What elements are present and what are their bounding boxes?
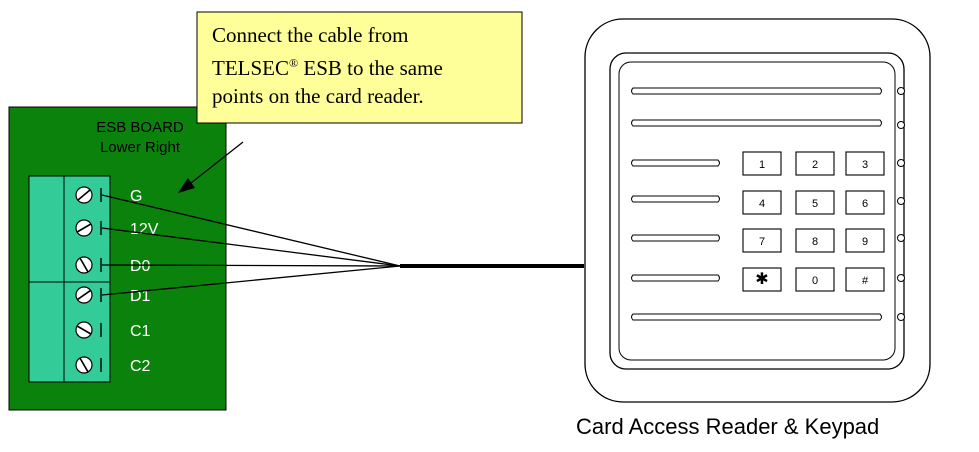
callout-box — [196, 11, 523, 124]
wire-g — [101, 194, 401, 267]
svg-text:5: 5 — [812, 198, 818, 210]
keypad-key-5[interactable]: 5 — [795, 190, 835, 215]
reader-led-indicator — [897, 313, 905, 321]
reader-led-indicator — [897, 159, 905, 167]
reader-slot — [631, 234, 720, 242]
reader-slot — [631, 313, 882, 321]
terminal-label-12v: 12V — [130, 221, 159, 238]
reader-caption: Card Access Reader & Keypad — [576, 414, 880, 439]
callout-pointer-arrow — [185, 141, 244, 188]
terminal-label-c1: C1 — [130, 323, 151, 340]
svg-text:7: 7 — [759, 236, 765, 248]
terminal-screw-d0 — [75, 256, 102, 274]
reader-led-indicator — [897, 234, 905, 242]
reader-led-indicator — [897, 197, 905, 205]
esb-board-title: ESB BOARD — [96, 119, 184, 136]
keypad-key-6[interactable]: 6 — [845, 190, 885, 215]
callout-line-2: TELSEC® ESB to the same — [212, 49, 522, 82]
wire-d1 — [101, 265, 401, 296]
keypad-key-0[interactable]: 0 — [795, 267, 835, 292]
terminal-block-upper — [28, 175, 111, 283]
callout-line-1: Connect the cable from — [212, 23, 409, 47]
svg-text:9: 9 — [862, 236, 868, 248]
svg-text:2: 2 — [812, 159, 818, 171]
svg-text:6: 6 — [862, 198, 868, 210]
keypad-key-3[interactable]: 3 — [845, 151, 885, 176]
reader-led-indicator — [897, 121, 905, 129]
keypad-key-1[interactable]: 1 — [742, 151, 782, 176]
terminal-screw-12v — [75, 219, 102, 237]
callout-text: Connect the cable from TELSEC® ESB to th… — [212, 21, 522, 110]
reader-led-indicator — [897, 87, 905, 95]
callout-brand: TELSEC — [212, 56, 289, 80]
svg-text:3: 3 — [862, 159, 868, 171]
callout-arrowhead — [178, 178, 195, 193]
reader-slot — [631, 119, 882, 127]
svg-text:4: 4 — [759, 198, 765, 210]
reader-led-indicator — [897, 274, 905, 282]
keypad-key-star[interactable]: ✱ — [742, 267, 782, 292]
svg-text:0: 0 — [812, 275, 818, 287]
terminal-label-d0: D0 — [130, 258, 151, 275]
keypad-key-8[interactable]: 8 — [795, 228, 835, 253]
esb-board-subtitle: Lower Right — [100, 139, 181, 156]
terminal-block-lower — [28, 281, 111, 383]
terminal-screw-c1 — [75, 321, 102, 339]
reader-slot — [631, 195, 720, 203]
keypad-key-7[interactable]: 7 — [742, 228, 782, 253]
callout-line-3: points on the card reader. — [212, 84, 424, 108]
terminal-screw-c2 — [75, 356, 102, 374]
keypad-key-hash[interactable]: # — [845, 267, 885, 292]
reader-slot — [631, 274, 720, 282]
svg-text:1: 1 — [759, 159, 765, 171]
keypad-key-2[interactable]: 2 — [795, 151, 835, 176]
wire-d0 — [101, 264, 401, 267]
svg-text:8: 8 — [812, 236, 818, 248]
terminal-screw-g — [75, 186, 102, 204]
terminal-label-g: G — [130, 188, 142, 205]
keypad-key-9[interactable]: 9 — [845, 228, 885, 253]
reader-slot — [631, 87, 882, 95]
reader-slot — [631, 159, 720, 167]
terminal-label-c2: C2 — [130, 358, 151, 375]
svg-text:#: # — [862, 275, 869, 287]
registered-mark: ® — [289, 56, 299, 70]
terminal-screw-d1 — [75, 286, 102, 304]
svg-text:✱: ✱ — [755, 271, 768, 288]
callout-line-2-rest: ESB to the same — [298, 56, 443, 80]
wire-12v — [101, 227, 401, 267]
keypad-key-4[interactable]: 4 — [742, 190, 782, 215]
